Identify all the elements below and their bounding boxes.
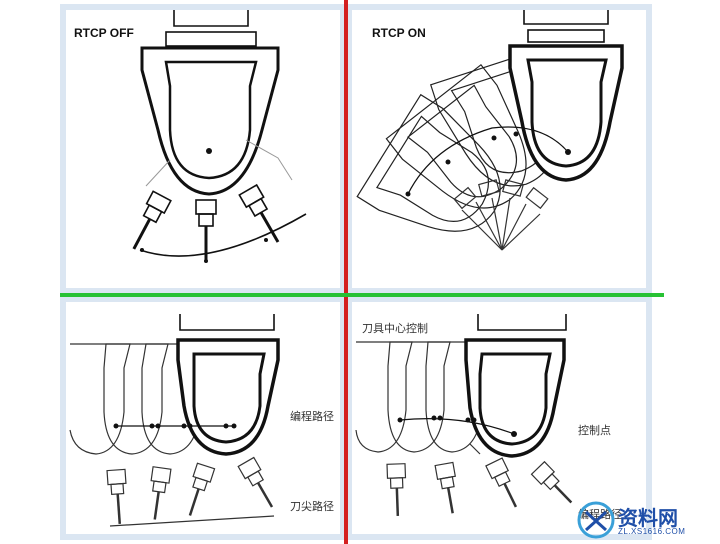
rtcp-on-diagram [356,10,624,251]
panel-rtcp-off-programmed-path: 编程路径 刀尖路径 [60,296,346,540]
watermark: 资料网 ZL.XS1616.COM [576,500,716,542]
rtcp-off-label: RTCP OFF [74,26,134,40]
rtcp-on-label: RTCP ON [372,26,426,40]
vertical-divider [344,0,348,544]
horizontal-divider [60,293,664,297]
panel-tool-center-control: 刀具中心控制 控制点 编程路径 [346,296,652,540]
tool-center-control-label: 刀具中心控制 [362,322,428,335]
panel-rtcp-off: RTCP OFF [60,4,346,294]
watermark-text: 资料网 [618,506,678,530]
xs-logo-icon [577,501,615,539]
bottom-right-diagram [355,314,573,517]
control-point-label: 控制点 [578,424,611,437]
tool-tip-path-label: 刀尖路径 [290,500,334,513]
rtcp-off-diagram [132,10,307,263]
programmed-path-label: 编程路径 [290,410,334,423]
watermark-url: ZL.XS1616.COM [618,527,686,536]
panel-rtcp-on: RTCP ON [346,4,652,294]
bottom-left-diagram [69,314,280,527]
